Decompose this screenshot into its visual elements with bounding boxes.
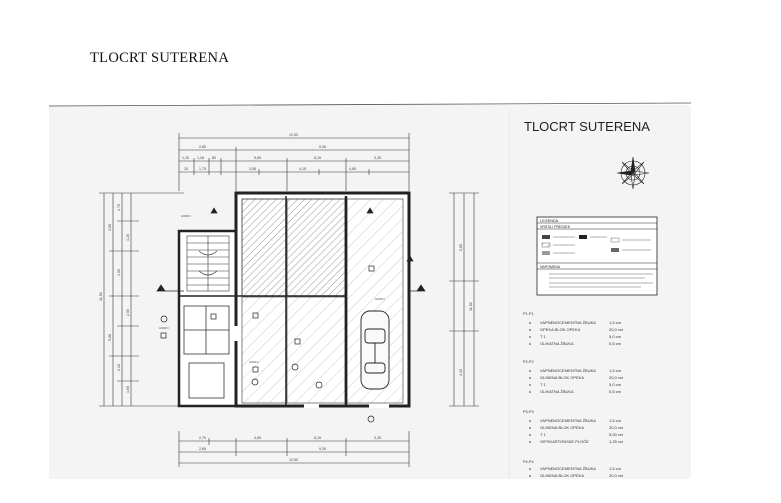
- layer-line: T 1: [540, 432, 546, 437]
- left-dimension-values: 11,50 3,85 5,68 1,70 4,00 2,10 1,25 2,50…: [99, 204, 130, 393]
- svg-text:11,50: 11,50: [469, 302, 473, 311]
- svg-text:5,85: 5,85: [254, 156, 261, 160]
- svg-text:11,50: 11,50: [99, 292, 103, 301]
- svg-text:2,10: 2,10: [117, 364, 121, 371]
- layer-item: P2-P2 VAPNENOCEMENTNA ŽBUKA GLINENA BLOK…: [523, 360, 624, 394]
- top-dimension-values: 12,50 2,80 9,35 1,25 1,26 80 5,85 6,15 3,35 25…: [182, 133, 381, 171]
- layer-line: GIPSKARTONSKE PLOČE: [540, 439, 589, 444]
- layer-value: 1,5 cm: [609, 418, 622, 423]
- room-tags: [160, 265, 375, 423]
- svg-text:1,60: 1,60: [126, 386, 130, 393]
- layer-line: VAPNENOCEMENTNA ŽBUKA: [540, 368, 596, 373]
- layer-item: P3-P3 VAPNENOCEMENTNA ŽBUKA GLINENA BLOK…: [523, 410, 624, 444]
- left-dimension-lines: [99, 192, 184, 407]
- section-markers: [156, 207, 426, 292]
- svg-text:HIDRO: HIDRO: [159, 326, 169, 330]
- svg-text:4,85: 4,85: [254, 436, 261, 440]
- svg-text:3,85: 3,85: [108, 224, 112, 231]
- right-dimension-lines: [449, 192, 479, 407]
- layer-value: 5,00 cm: [609, 432, 624, 437]
- layer-item: P1-P1 VAPNENOCEMENTNA ŽBUKA OPEKA BLOK O…: [523, 312, 624, 346]
- utility-room: [183, 305, 230, 399]
- legend-section: VRSTA I PRESJEK: [540, 225, 571, 229]
- layer-line: GLIKATNA ŽBUKA: [540, 341, 574, 346]
- svg-text:4,00: 4,00: [117, 269, 121, 276]
- layer-value: 5,0 cm: [609, 334, 622, 339]
- svg-text:HIDRO: HIDRO: [249, 360, 259, 364]
- svg-text:9,35: 9,35: [319, 447, 326, 451]
- staircase: [186, 235, 230, 292]
- svg-text:4,85: 4,85: [349, 167, 356, 171]
- svg-text:3,35: 3,35: [374, 436, 381, 440]
- layer-value: 1,5 cm: [609, 466, 622, 471]
- layer-value: 20,0 cm: [609, 425, 624, 430]
- layer-line: VAPNENOCEMENTNA ŽBUKA: [540, 320, 596, 325]
- svg-text:9,35: 9,35: [319, 145, 326, 149]
- svg-text:HIDRO: HIDRO: [181, 214, 191, 218]
- svg-text:4,15: 4,15: [459, 369, 463, 376]
- svg-text:HIDRO: HIDRO: [375, 297, 385, 301]
- svg-text:4,15: 4,15: [299, 167, 306, 171]
- layer-label: P2-P2: [523, 360, 534, 364]
- layer-item: P4-P4 VAPNENOCEMENTNA ŽBUKA GLINENA BLOK…: [523, 460, 624, 478]
- svg-text:12,50: 12,50: [289, 133, 298, 137]
- svg-text:1,75: 1,75: [199, 167, 206, 171]
- svg-text:12,50: 12,50: [289, 458, 298, 462]
- svg-text:80: 80: [212, 156, 216, 160]
- page-title: TLOCRT SUTERENA: [90, 50, 230, 66]
- legend-notes-heading: NAPOMENA: [540, 265, 561, 269]
- legend-heading: LEGENDA: [540, 219, 559, 223]
- compass-icon: [616, 156, 650, 190]
- layer-value: 1,25 cm: [609, 439, 624, 444]
- layer-line: VAPNENOCEMENTNA ŽBUKA: [540, 418, 596, 423]
- layer-value: 1,5 cm: [609, 368, 622, 373]
- right-dimension-values: 5,85 4,15 11,50: [459, 244, 473, 376]
- layer-line: OPEKA BLOK OPEKA: [540, 327, 581, 332]
- svg-text:1,26: 1,26: [197, 156, 204, 160]
- layer-line: VAPNENOCEMENTNA ŽBUKA: [540, 466, 596, 471]
- layer-value: 20,0 cm: [609, 327, 624, 332]
- svg-text:1,70: 1,70: [117, 204, 121, 211]
- layer-value: 0,5 cm: [609, 341, 622, 346]
- plan-annotations: HIDRO HIDRO HIDRO HIDRO: [159, 214, 385, 364]
- layer-label: P4-P4: [523, 460, 534, 464]
- layer-line: GLINENA BLOK OPEKA: [540, 425, 584, 430]
- layer-value: 5,0 cm: [609, 382, 622, 387]
- sheet-title: TLOCRT SUTERENA: [524, 119, 650, 134]
- layer-line: T 1: [540, 334, 546, 339]
- car-icon: [360, 310, 390, 390]
- layer-line: GLINENA BLOK OPEKA: [540, 375, 584, 380]
- legend-box: [536, 216, 658, 296]
- layer-line: GLIKATNA ŽBUKA: [540, 389, 574, 394]
- layer-label: P1-P1: [523, 312, 534, 316]
- layer-value: 1,5 cm: [609, 320, 622, 325]
- layer-bullets: [529, 322, 531, 477]
- svg-text:2,70: 2,70: [199, 436, 206, 440]
- svg-text:5,85: 5,85: [459, 244, 463, 251]
- top-dimension-lines: [178, 133, 410, 191]
- svg-text:6,15: 6,15: [314, 436, 321, 440]
- svg-text:2,85: 2,85: [199, 447, 206, 451]
- layer-line: T 1: [540, 382, 546, 387]
- svg-text:3,35: 3,35: [374, 156, 381, 160]
- svg-text:1,25: 1,25: [126, 234, 130, 241]
- layer-line: GLINENA BLOK OPEKA: [540, 473, 584, 478]
- bottom-dimension-values: 2,70 4,85 6,15 3,35 2,85 9,35 12,50: [199, 436, 381, 462]
- bottom-dimension-lines: [178, 431, 410, 467]
- floor-plan-sheet: 12,50 2,80 9,35 1,25 1,26 80 5,85 6,15 3,35 25…: [49, 102, 691, 479]
- svg-text:3,58: 3,58: [249, 167, 256, 171]
- layer-value: 20,0 cm: [609, 375, 624, 380]
- svg-text:2,50: 2,50: [126, 309, 130, 316]
- layer-list: P1-P1 VAPNENOCEMENTNA ŽBUKA OPEKA BLOK O…: [523, 312, 624, 478]
- svg-text:5,68: 5,68: [108, 334, 112, 341]
- svg-text:2,80: 2,80: [199, 145, 206, 149]
- svg-text:1,25: 1,25: [182, 156, 189, 160]
- layer-label: P3-P3: [523, 410, 534, 414]
- svg-text:6,15: 6,15: [314, 156, 321, 160]
- layer-value: 20,0 cm: [609, 473, 624, 478]
- layer-value: 0,5 cm: [609, 389, 622, 394]
- svg-text:25: 25: [184, 167, 188, 171]
